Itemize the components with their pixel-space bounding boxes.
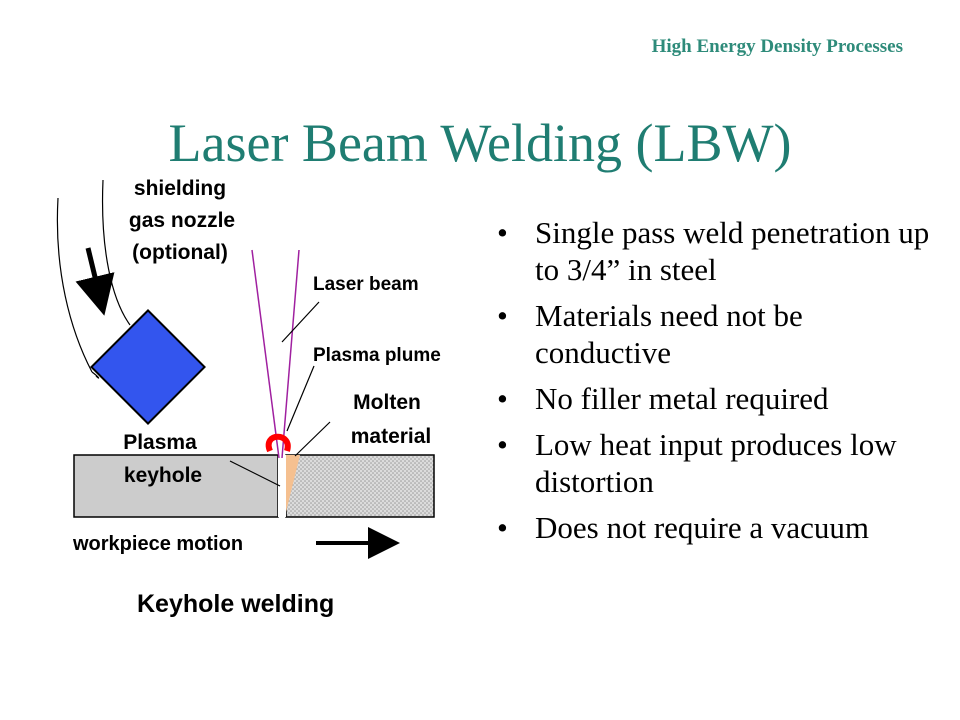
pointer-plasma-keyhole (229, 460, 281, 487)
laser-beam-right (281, 249, 300, 459)
molten-material (286, 455, 300, 512)
bullet-dot: • (497, 381, 508, 416)
bullet-text: Does not require a vacuum (535, 510, 869, 545)
bullet-item: • Low heat input produces low distortion (493, 426, 933, 500)
header-text: High Energy Density Processes (651, 36, 903, 57)
pointer-molten-material (294, 421, 331, 457)
plasma-plume (265, 433, 291, 453)
label-nozzle-3: (optional) (132, 241, 228, 264)
label-molten-1: Molten (353, 391, 421, 414)
label-nozzle-2: gas nozzle (128, 209, 236, 232)
bullet-item: • Single pass weld penetration up to 3/4”… (493, 214, 933, 288)
label-keyhole-1: Plasma (123, 431, 197, 454)
laser-beam-left (251, 249, 280, 459)
label-nozzle-1: shielding (133, 177, 227, 200)
bullet-text: Single pass weld penetration up to 3/4” … (535, 215, 930, 287)
workpiece-right (285, 454, 435, 518)
bullet-dot: • (497, 298, 508, 333)
keyhole-gap (278, 455, 286, 517)
bullet-list: • Single pass weld penetration up to 3/4”… (493, 214, 933, 555)
gas-flow-arrow (75, 247, 115, 316)
pointer-plasma-plume (286, 365, 315, 432)
gas-line-inner (101, 179, 131, 326)
diagram-caption: Keyhole welding (137, 590, 335, 618)
label-molten-2: material (350, 425, 432, 448)
label-plasma-plume: Plasma plume (313, 345, 441, 366)
gas-line-bottom (91, 371, 100, 379)
nozzle-shape (90, 309, 206, 425)
bullet-dot: • (497, 427, 508, 462)
bullet-item: • Does not require a vacuum (493, 509, 933, 546)
bullet-item: • No filler metal required (493, 380, 933, 417)
bullet-text: Materials need not be conductive (535, 298, 803, 370)
slide-title: Laser Beam Welding (LBW) (168, 113, 792, 173)
bullet-dot: • (497, 215, 508, 250)
bullet-item: • Materials need not be conductive (493, 297, 933, 371)
bullet-text: No filler metal required (535, 381, 829, 416)
label-keyhole-2: keyhole (123, 464, 203, 487)
pointer-laser-beam (281, 301, 320, 343)
bullet-text: Low heat input produces low distortion (535, 427, 897, 499)
label-workpiece-motion: workpiece motion (73, 533, 244, 555)
label-laser-beam: Laser beam (313, 274, 419, 295)
gas-line-outer (56, 197, 93, 373)
bullet-dot: • (497, 510, 508, 545)
